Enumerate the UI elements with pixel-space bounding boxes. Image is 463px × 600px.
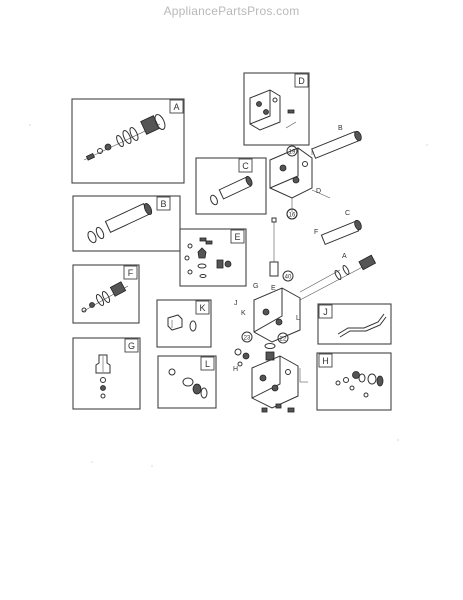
callout-g: G — [253, 283, 258, 290]
callout-40: 40 — [282, 270, 294, 282]
callout-labels: B C F A D E L K G H J — [233, 125, 350, 373]
svg-text:22: 22 — [280, 337, 287, 343]
callout-e-upper: E — [271, 285, 276, 292]
detail-box-f[interactable]: F — [72, 264, 140, 324]
svg-text:16: 16 — [289, 213, 296, 219]
callout-j: J — [234, 300, 238, 307]
callout-b: B — [338, 125, 343, 132]
detail-box-k-tag: K — [199, 303, 205, 313]
callout-22: 22 — [277, 332, 289, 344]
detail-box-e-tag: E — [234, 232, 240, 242]
detail-box-a[interactable]: A — [71, 98, 185, 184]
detail-box-d[interactable]: D — [243, 72, 310, 146]
callout-d: D — [316, 188, 321, 195]
callout-h: H — [233, 366, 238, 373]
svg-text:23: 23 — [244, 336, 251, 342]
detail-box-f-tag: F — [128, 268, 134, 278]
part-number-callouts: 19 40 22 23 16 — [241, 145, 298, 344]
callout-f: F — [314, 229, 318, 236]
detail-box-c-tag: C — [242, 161, 249, 171]
svg-text:19: 19 — [289, 150, 296, 156]
valve-kit-part — [184, 237, 232, 278]
callout-c: C — [345, 210, 350, 217]
detail-box-h-tag: H — [322, 356, 329, 366]
wand-tube-part — [337, 313, 387, 338]
detail-box-j-tag: J — [323, 307, 328, 317]
detail-box-l-tag: L — [205, 359, 210, 369]
detail-box-b-tag: B — [160, 199, 166, 209]
detail-box-j[interactable]: J — [317, 303, 392, 345]
watermark-text: AppliancePartsPros.com — [163, 4, 300, 18]
detail-box-d-tag: D — [298, 76, 305, 86]
sleeve-part — [210, 175, 253, 206]
piston-assembly-part — [81, 281, 129, 313]
detail-box-l[interactable]: L — [157, 355, 217, 409]
callout-19: 19 — [286, 145, 298, 157]
detail-box-g[interactable]: G — [72, 337, 141, 410]
spring-seal-assembly — [83, 114, 166, 161]
detail-box-b[interactable]: B — [72, 195, 181, 252]
detail-box-h[interactable]: H — [316, 352, 392, 411]
scan-specks — [29, 124, 428, 467]
callout-16: 16 — [286, 208, 298, 220]
nozzle-fitting-part — [95, 354, 111, 399]
svg-text:40: 40 — [285, 275, 292, 281]
callout-l: L — [296, 315, 300, 322]
detail-box-k[interactable]: K — [156, 299, 212, 348]
detail-box-c[interactable]: C — [195, 157, 267, 215]
callout-23: 23 — [241, 331, 253, 343]
check-valve-part — [335, 371, 384, 398]
callout-k: K — [241, 310, 246, 317]
detail-box-a-tag: A — [173, 102, 179, 112]
plug-part — [167, 314, 197, 332]
manifold-head-part — [249, 89, 297, 131]
pump-main-assembly — [234, 130, 377, 413]
detail-box-g-tag: G — [128, 341, 135, 351]
detail-box-e[interactable]: E — [179, 228, 247, 287]
callout-a: A — [342, 253, 347, 260]
hose-sleeve-part — [87, 203, 153, 244]
seal-ring-part — [168, 368, 208, 399]
